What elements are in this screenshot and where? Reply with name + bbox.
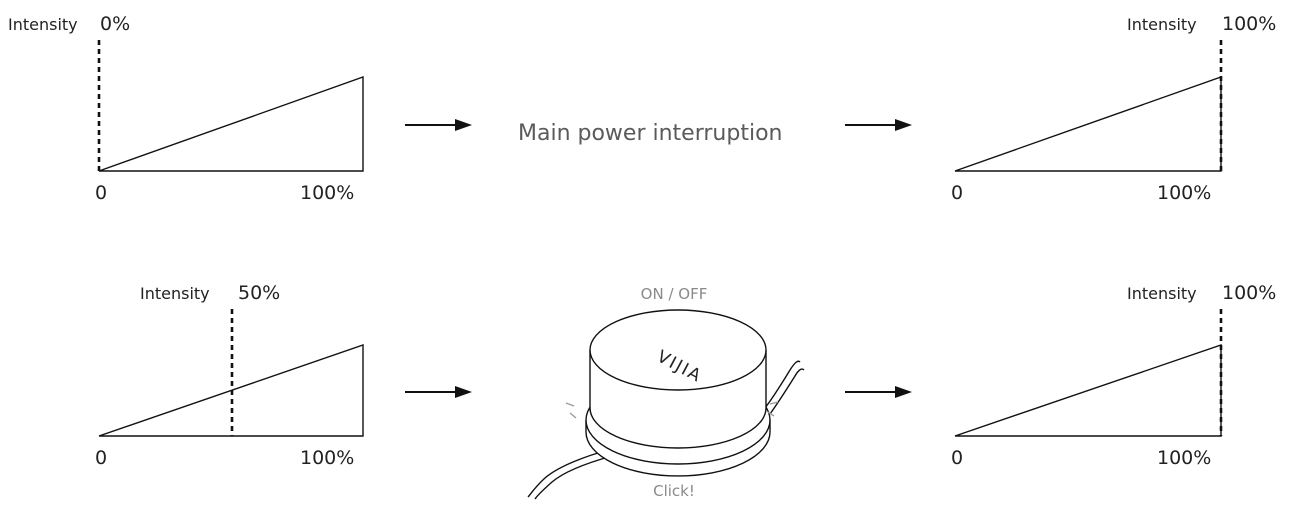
intensity-label: Intensity	[140, 284, 210, 303]
panel-bottom-right: Intensity 100% 0 100%	[951, 282, 1276, 469]
arrow-right-icon	[845, 119, 912, 131]
axis-start-label: 0	[951, 182, 963, 204]
on-off-switch: ON / OFF VIJIA Click!	[527, 285, 805, 500]
switch-title: ON / OFF	[641, 285, 708, 303]
intensity-value: 50%	[238, 282, 280, 304]
intensity-label: Intensity	[8, 15, 78, 34]
arrow-right-icon	[405, 119, 472, 131]
intensity-ramp	[98, 76, 364, 172]
axis-end-label: 100%	[1157, 447, 1211, 469]
cable-icon	[534, 455, 613, 500]
axis-end-label: 100%	[300, 182, 354, 204]
panel-bottom-left: Intensity 50% 0 100%	[95, 282, 364, 469]
intensity-ramp	[954, 344, 1222, 437]
intensity-value: 100%	[1222, 13, 1276, 35]
axis-start-label: 0	[951, 447, 963, 469]
intensity-value: 0%	[100, 13, 130, 35]
intensity-label: Intensity	[1127, 15, 1197, 34]
panel-top-left: Intensity 0% 0 100%	[8, 13, 364, 204]
axis-end-label: 100%	[300, 447, 354, 469]
axis-end-label: 100%	[1157, 182, 1211, 204]
switch-caption: Click!	[653, 482, 695, 500]
click-spark-icon	[565, 401, 779, 419]
intensity-label: Intensity	[1127, 284, 1197, 303]
arrow-right-icon	[405, 386, 472, 398]
axis-start-label: 0	[95, 447, 107, 469]
intensity-value: 100%	[1222, 282, 1276, 304]
arrow-right-icon	[845, 386, 912, 398]
cable-icon	[764, 360, 801, 409]
panel-top-right: Intensity 100% 0 100%	[951, 13, 1276, 204]
cable-icon	[527, 449, 609, 498]
power-interruption-label: Main power interruption	[518, 121, 782, 146]
intensity-ramp	[954, 76, 1222, 172]
axis-start-label: 0	[95, 182, 107, 204]
switch-top	[589, 309, 767, 391]
cable-icon	[769, 368, 805, 415]
